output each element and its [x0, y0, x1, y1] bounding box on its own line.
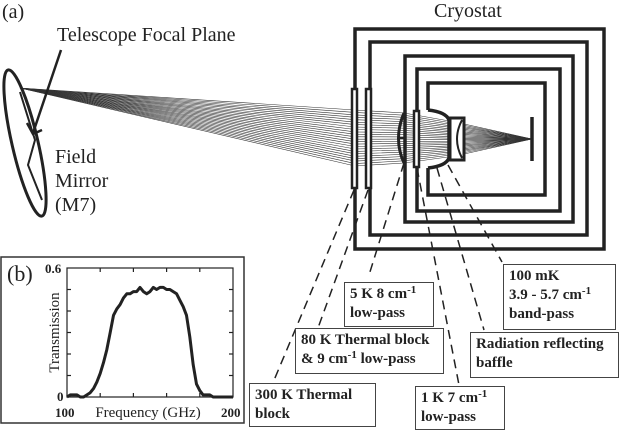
label-1k-lowpass: 1 K 7 cm-1 low-pass — [415, 386, 505, 430]
leader-80k — [317, 189, 369, 329]
label-80k-line1: 80 K Thermal block — [301, 332, 430, 348]
label-baffle-line2: baffle — [476, 355, 513, 371]
label-1k-line1: 1 K 7 cm — [421, 390, 479, 406]
leader-100mk — [447, 164, 503, 263]
x-axis-label: Frequency (GHz) — [95, 405, 200, 421]
focal-plane-label: Telescope Focal Plane — [57, 24, 236, 46]
label-radiation-baffle: Radiation reflecting baffle — [470, 332, 619, 378]
label-100mk-line3: band-pass — [509, 306, 575, 322]
y-axis-label: Transmission — [47, 292, 63, 373]
label-80k-line2-pre: & 9 cm — [301, 351, 348, 367]
filter-1k — [412, 109, 421, 169]
x-tick-label-200: 200 — [221, 405, 241, 420]
cryostat-title: Cryostat — [434, 0, 502, 22]
leader-300k — [271, 189, 355, 386]
label-1k-sup: -1 — [478, 388, 488, 400]
label-baffle-line1: Radiation reflecting — [476, 336, 604, 352]
cryostat-shell-5k — [403, 54, 575, 224]
label-5k-line1: 5 K 8 cm — [350, 286, 408, 302]
mirror-label-line2: Mirror — [55, 170, 109, 192]
leader-baffle — [436, 167, 485, 331]
label-100mk-sup: -1 — [581, 285, 592, 297]
y-tick-label-0: 0 — [57, 389, 64, 404]
field-mirror-ellipse — [2, 68, 48, 218]
field-mirror-inner — [19, 91, 43, 201]
filter-80k — [364, 87, 373, 190]
label-300k-line2: block — [255, 406, 291, 422]
window-300k — [350, 87, 359, 190]
leader-1k — [416, 167, 460, 386]
panel-b-label: (b) — [7, 261, 33, 286]
label-100mk-bandpass: 100 mK 3.9 - 5.7 cm-1 band-pass — [503, 264, 616, 330]
label-1k-line2: low-pass — [421, 409, 477, 425]
label-80k-line2-post: low-pass — [356, 351, 416, 367]
leader-5k — [368, 162, 405, 276]
focal-plane-pointer — [31, 49, 63, 134]
label-100mk-line2: 3.9 - 5.7 cm — [509, 287, 582, 303]
x-tick-label-100: 100 — [55, 405, 75, 420]
cryostat-shell-100mk — [426, 81, 547, 197]
label-5k-line2: low-pass — [350, 305, 406, 321]
label-80k-sup: -1 — [347, 349, 357, 361]
y-tick-label-0.6: 0.6 — [45, 261, 62, 276]
arrowhead-icon — [25, 122, 43, 136]
label-5k-lowpass: 5 K 8 cm-1 low-pass — [344, 282, 434, 327]
transmission-curve — [66, 285, 233, 399]
label-100mk-line1: 100 mK — [509, 268, 560, 284]
mirror-label-line3: (M7) — [55, 194, 97, 216]
label-5k-sup: -1 — [407, 284, 417, 296]
panel-a-label: (a) — [2, 1, 25, 23]
label-300k-line1: 300 K Thermal — [255, 387, 353, 403]
label-300k-thermal-block: 300 K Thermal block — [249, 383, 376, 427]
panel-b-frame — [0, 256, 245, 424]
mirror-label-line1: Field — [55, 146, 97, 168]
label-80k-thermal-block: 80 K Thermal block & 9 cm-1 low-pass — [295, 328, 444, 374]
band-pass-lens — [456, 119, 463, 159]
